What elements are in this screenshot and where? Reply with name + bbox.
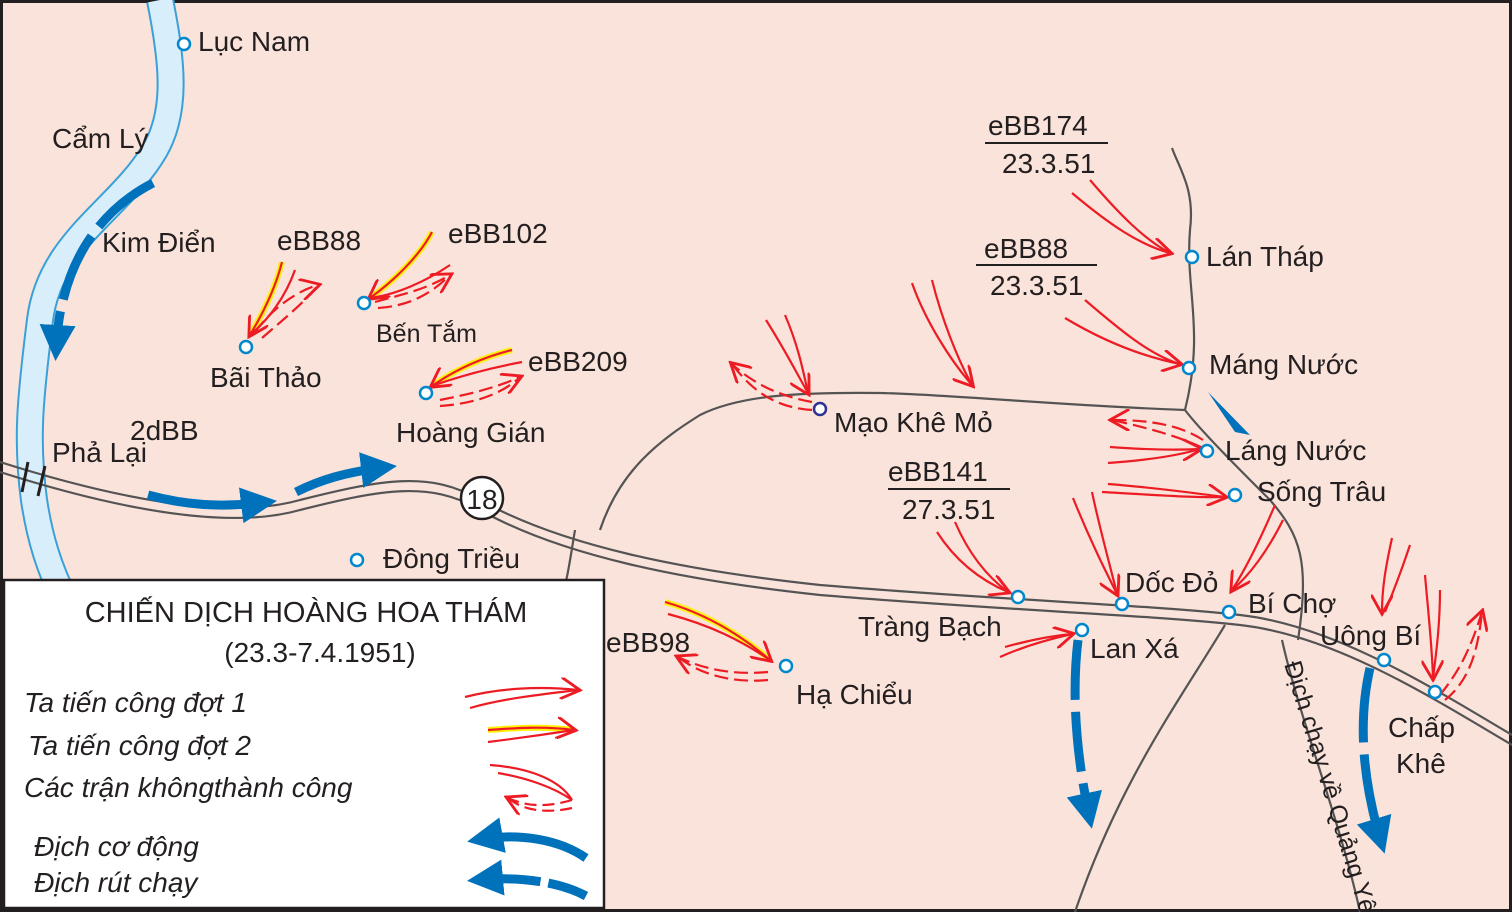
- label-trang-bach: Tràng Bạch: [858, 611, 1002, 642]
- label-chap-khe-line2: Khê: [1396, 748, 1446, 779]
- enemy-retreat-kim-dien: [39, 178, 156, 361]
- unit-ebb88-east: eBB88: [984, 233, 1068, 264]
- marker-song-trau: [1227, 487, 1243, 503]
- label-pha-lai: Phả Lại: [52, 437, 147, 468]
- enemy-move-lang-nuoc: [1208, 392, 1250, 435]
- failed-attack-arrows: [254, 275, 1482, 701]
- marker-dong-trieu: [349, 552, 365, 568]
- unit-ebb141-date: 27.3.51: [902, 494, 995, 525]
- legend-title: CHIẾN DỊCH HOÀNG HOA THÁM: [85, 595, 528, 629]
- unit-ebb88-east-date: 23.3.51: [990, 270, 1083, 301]
- legend-swatch-attack-wave2: [487, 728, 574, 744]
- enemy-move-pha-lai: [146, 487, 277, 524]
- marker-ben-tam: [356, 295, 372, 311]
- label-luc-nam: Lục Nam: [198, 26, 310, 57]
- label-uong-bi: Uông Bí: [1320, 620, 1421, 651]
- label-lan-thap: Lán Tháp: [1206, 241, 1324, 272]
- legend-label-enemy-move: Địch cơ động: [34, 831, 199, 862]
- label-kim-dien: Kim Điển: [102, 227, 216, 258]
- attack-arrows-wave2: [250, 230, 770, 660]
- place-labels: Lục Nam Cẩm Lý Kim Điển Bãi Thảo Bến Tắm…: [52, 26, 1455, 779]
- label-doc-do: Dốc Đỏ: [1125, 567, 1218, 598]
- unit-ebb141: eBB141: [888, 456, 988, 487]
- marker-mao-khe-mo: [812, 401, 828, 417]
- unit-ebb88-west: eBB88: [277, 225, 361, 256]
- marker-lan-xa: [1074, 622, 1090, 638]
- label-lang-nuoc: Láng Nước: [1225, 435, 1366, 466]
- enemy-arrows: [39, 178, 1392, 854]
- enemy-move-road: [293, 452, 397, 497]
- unit-ebb174: eBB174: [988, 110, 1088, 141]
- label-ha-chieu: Hạ Chiểu: [796, 679, 913, 710]
- unit-ebb98: eBB98: [606, 627, 690, 658]
- label-lan-xa: Lan Xá: [1090, 633, 1179, 664]
- label-mang-nuoc: Máng Nước: [1209, 349, 1358, 380]
- label-dong-trieu: Đông Triều: [383, 543, 520, 574]
- legend-swatch-failed: [489, 763, 573, 811]
- legend-dates: (23.3-7.4.1951): [224, 637, 415, 668]
- unit-ebb174-date: 23.3.51: [1002, 148, 1095, 179]
- enemy-retreat-lan-xa: [1066, 639, 1102, 829]
- label-mao-khe-mo: Mạo Khê Mỏ: [834, 407, 993, 438]
- legend-swatch-attack-wave1: [464, 688, 578, 710]
- legend-label-attack-wave2: Ta tiến công đợt 2: [28, 730, 251, 761]
- marker-trang-bach: [1010, 589, 1026, 605]
- attack-arrows-wave1: [765, 179, 1440, 678]
- legend-label-failed: Các trận khôngthành công: [24, 772, 353, 803]
- unit-ebb102: eBB102: [448, 218, 548, 249]
- legend-swatch-enemy-move: [467, 817, 589, 862]
- legend-label-attack-wave1: Ta tiến công đợt 1: [24, 687, 247, 718]
- enemy-retreat-uong-bi: [1356, 666, 1392, 854]
- label-song-trau: Sống Trâu: [1257, 476, 1386, 507]
- label-cam-ly: Cẩm Lý: [52, 123, 148, 154]
- unit-ebb209: eBB209: [528, 346, 628, 377]
- legend-swatch-enemy-retreat: [467, 859, 589, 901]
- place-markers: [176, 36, 1443, 700]
- marker-luc-nam: [176, 36, 192, 52]
- marker-bai-thao: [238, 339, 254, 355]
- label-chap-khe-line1: Chấp: [1388, 712, 1455, 743]
- unit-2dbb: 2dBB: [130, 415, 199, 446]
- label-ben-tam: Bến Tắm: [376, 319, 477, 348]
- marker-ha-chieu: [778, 658, 794, 674]
- legend-label-enemy-retreat: Địch rút chạy: [34, 867, 199, 898]
- marker-lan-thap: [1184, 249, 1200, 265]
- road-18-shield: 18: [459, 475, 505, 521]
- legend-box: [2, 578, 606, 910]
- label-bi-cho: Bí Chợ: [1248, 588, 1336, 619]
- marker-mang-nuoc: [1181, 360, 1197, 376]
- marker-chap-khe: [1427, 684, 1443, 700]
- marker-hoang-gian: [418, 385, 434, 401]
- marker-bi-cho: [1221, 604, 1237, 620]
- legend: CHIẾN DỊCH HOÀNG HOA THÁM (23.3-7.4.1951…: [2, 578, 606, 910]
- marker-uong-bi: [1376, 652, 1392, 668]
- label-bai-thao: Bãi Thảo: [210, 362, 322, 393]
- road-18-number: 18: [466, 484, 497, 515]
- marker-doc-do: [1114, 596, 1130, 612]
- label-hoang-gian: Hoàng Gián: [396, 417, 545, 448]
- river: [15, 0, 185, 607]
- river-crossing-mark: [20, 461, 47, 497]
- unit-labels: eBB88 eBB102 eBB209 2dBB eBB98 eBB174 23…: [130, 110, 1108, 658]
- marker-lang-nuoc: [1199, 443, 1215, 459]
